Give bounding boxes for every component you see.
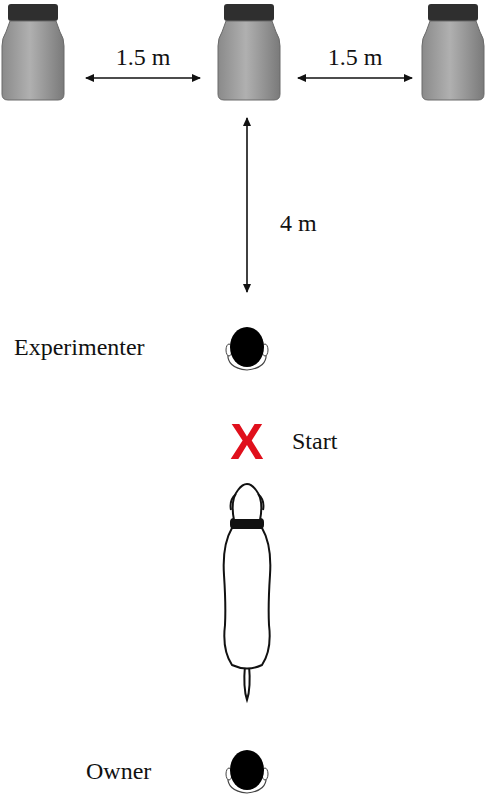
dimension-arrow [298, 77, 412, 79]
start-label: Start [292, 428, 337, 454]
person-head [226, 327, 268, 370]
jar [218, 4, 280, 100]
person-label: Owner [86, 758, 151, 784]
jar [2, 4, 64, 100]
dimension-label: 4 m [280, 210, 317, 236]
jar [422, 4, 484, 100]
dog [224, 484, 271, 700]
dimension-arrow [86, 77, 200, 79]
dimension-arrow [246, 118, 248, 292]
person-label: Experimenter [14, 334, 145, 360]
dimension-label: 1.5 m [328, 44, 383, 70]
dimension-label: 1.5 m [116, 44, 171, 70]
start-mark: X [230, 415, 263, 470]
person-head [226, 750, 268, 793]
